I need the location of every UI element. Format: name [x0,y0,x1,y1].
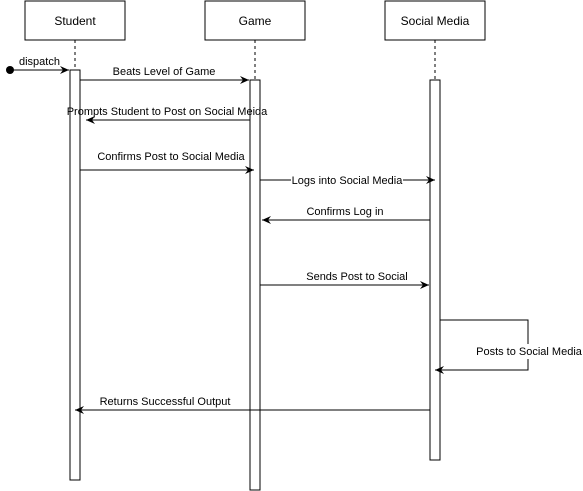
participant-student[interactable]: Student [24,0,126,41]
message-label: Returns Successful Output [100,396,231,408]
participant-game[interactable]: Game [204,0,306,41]
message-label: Confirms Post to Social Media [97,151,245,163]
message-label: dispatch [19,56,60,68]
message-confirms-login[interactable]: Confirms Log in [262,206,430,224]
message-beats-level[interactable]: Beats Level of Game [80,66,249,84]
participant-box [204,0,306,41]
message-label: Posts to Social Media [476,346,583,358]
message-returns-output[interactable]: Returns Successful Output [75,396,430,414]
participant-label: Game [239,14,272,28]
message-dispatch[interactable]: dispatch [6,56,69,74]
label-background [291,172,403,187]
message-label: Logs into Social Media [292,175,404,187]
message-logs-in[interactable]: Logs into Social Media [260,172,435,187]
activation-bar-game [249,79,261,491]
message-prompts-post[interactable]: Prompts Student to Post on Social Meida [67,106,268,124]
message-sends-post[interactable]: Sends Post to Social [260,271,429,289]
label-background [476,344,583,359]
message-posts-social[interactable]: Posts to Social Media [435,319,583,374]
activation-bar-social-media [429,79,441,461]
message-label: Confirms Log in [306,206,383,218]
message-label: Prompts Student to Post on Social Meida [67,106,268,118]
message-label: Sends Post to Social [306,271,408,283]
participant-label: Social Media [401,14,470,28]
message-confirms-post[interactable]: Confirms Post to Social Media [80,151,254,174]
participant-label: Student [54,14,96,28]
activation-bar-student [69,69,81,481]
participant-box [24,0,126,41]
participant-box [384,0,486,41]
message-label: Beats Level of Game [113,66,216,78]
participant-social-media[interactable]: Social Media [384,0,486,41]
